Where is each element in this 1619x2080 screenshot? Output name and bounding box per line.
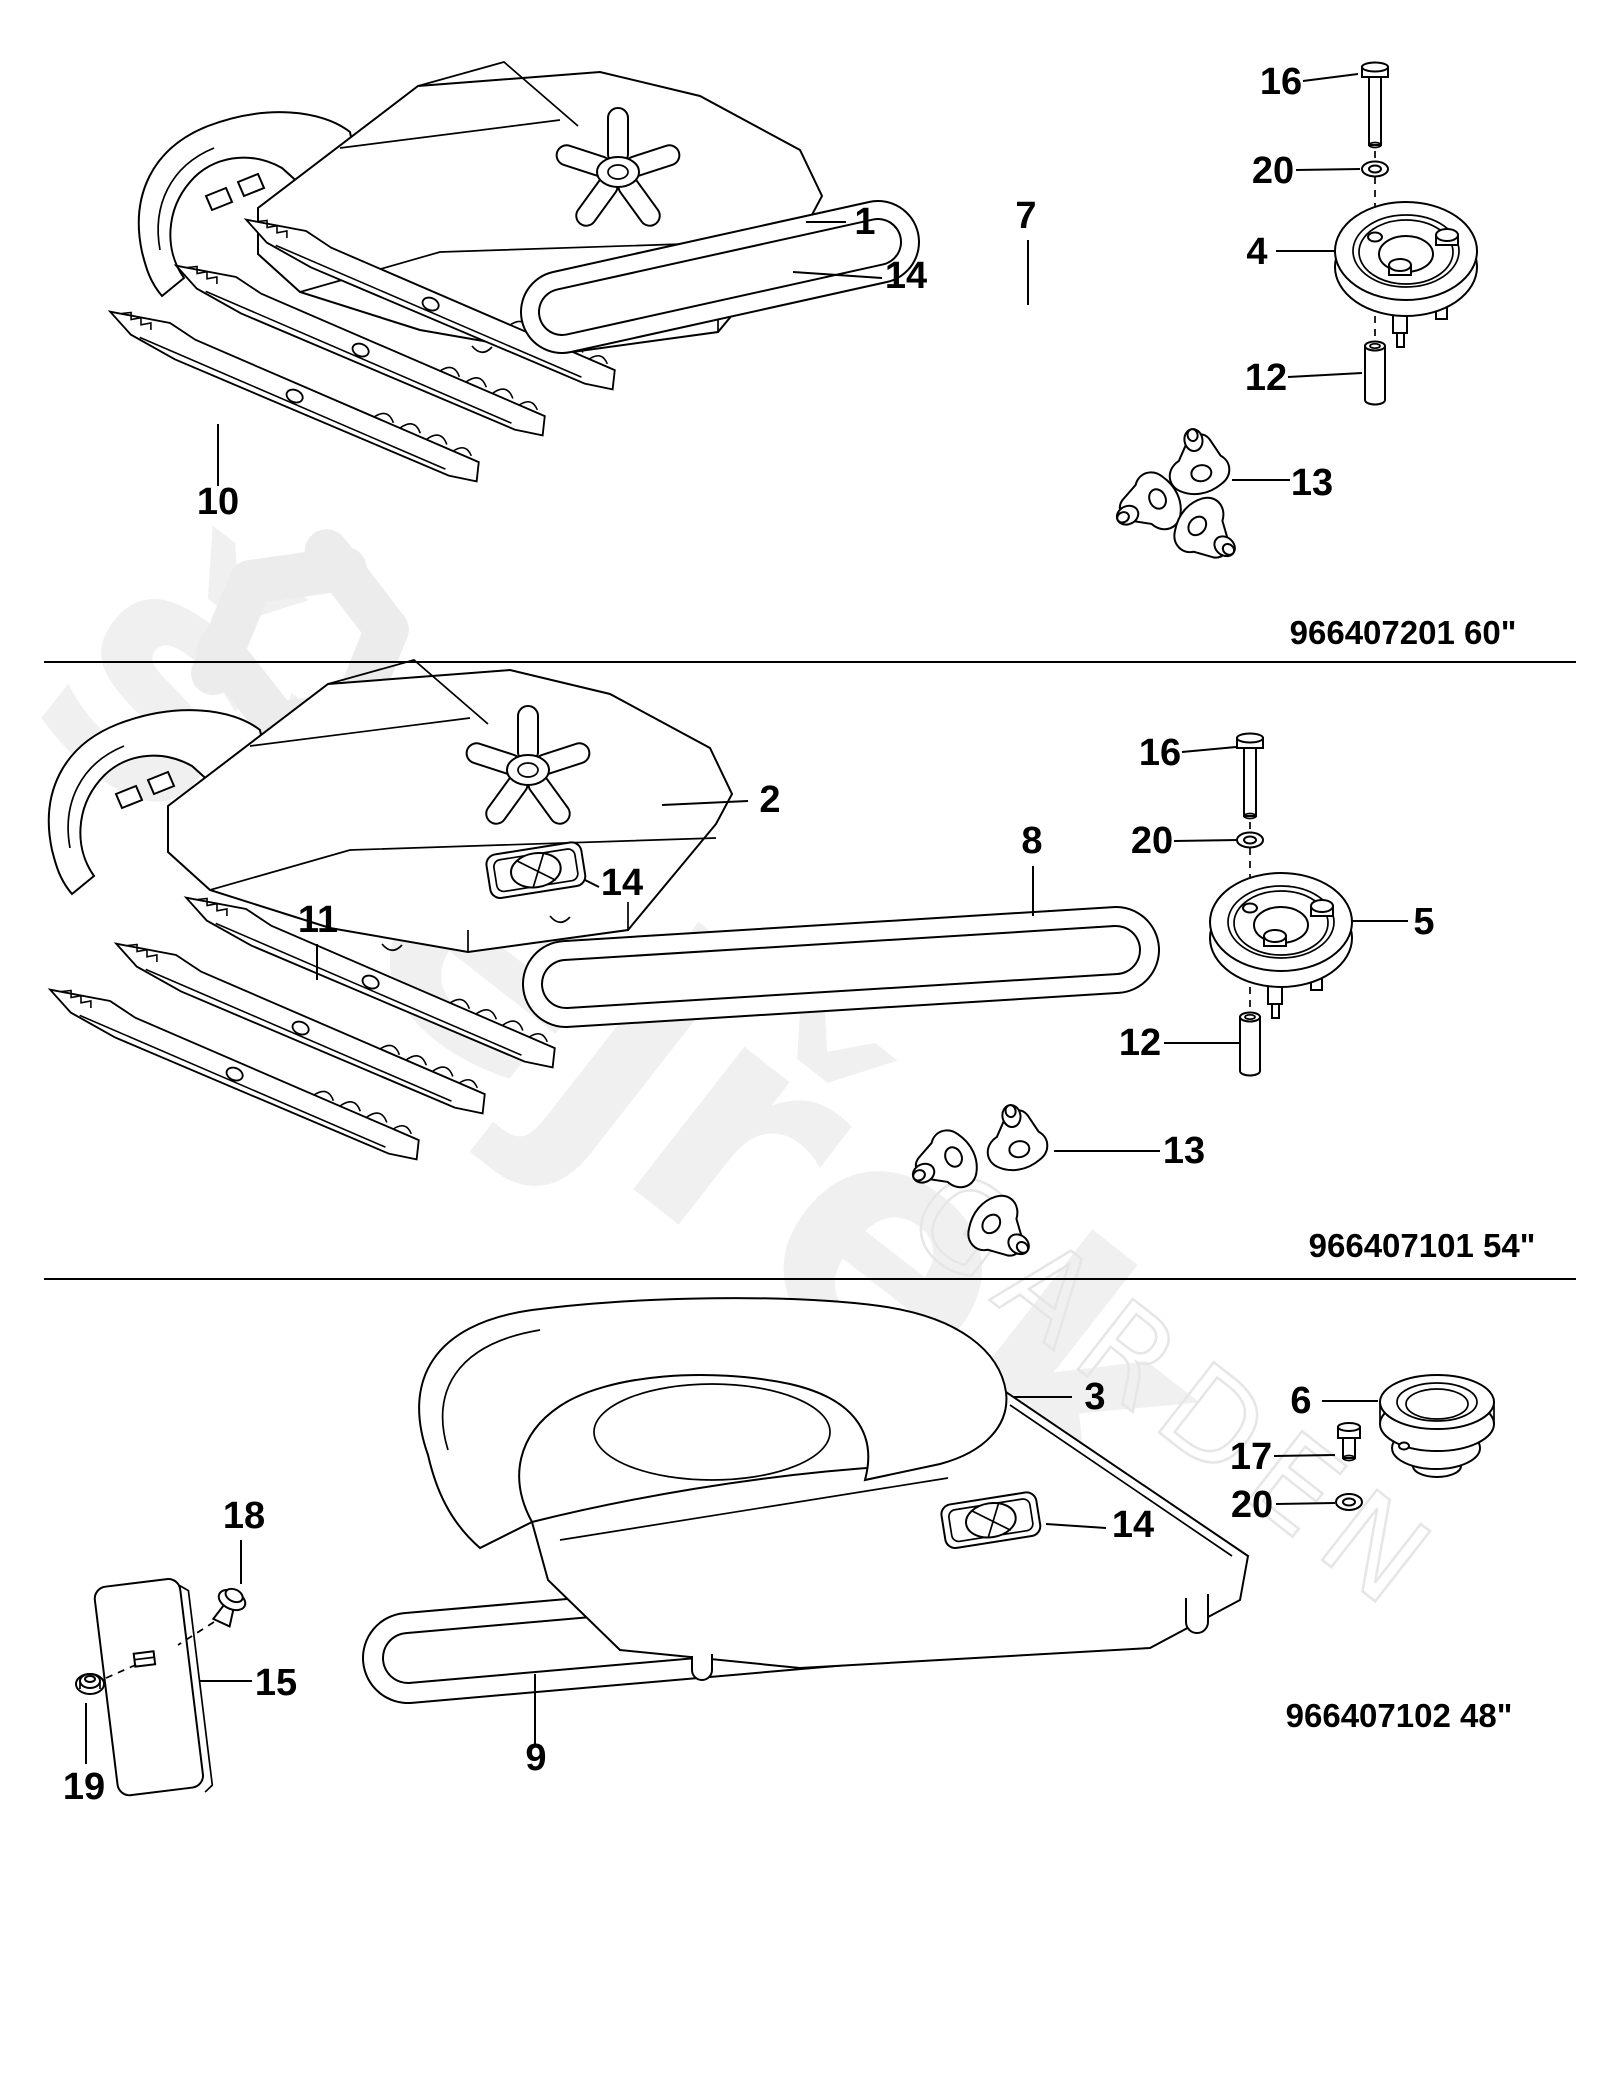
callout-8: 8 — [1021, 820, 1043, 916]
callout-18: 18 — [223, 1495, 265, 1584]
svg-text:4: 4 — [1246, 231, 1267, 273]
svg-text:7: 7 — [1015, 195, 1036, 237]
section-48in: 3 6 17 20 14 18 — [63, 1297, 1513, 1808]
svg-text:20: 20 — [1131, 820, 1173, 862]
callout-14: 14 — [1045, 1504, 1154, 1546]
callout-13: 13 — [1054, 1130, 1205, 1172]
deck-cover-48-drawing — [418, 1297, 1250, 1681]
callout-20: 20 — [1231, 1484, 1336, 1526]
washer-drawing — [1335, 1493, 1363, 1511]
idler-pulley-drawing — [1379, 1374, 1495, 1478]
svg-text:15: 15 — [255, 1662, 297, 1704]
callout-14: 14 — [584, 862, 643, 904]
svg-text:16: 16 — [1139, 732, 1181, 774]
callout-3: 3 — [1014, 1376, 1106, 1418]
spindle-pulley-60-drawing — [1334, 61, 1478, 406]
callout-14: 14 — [792, 255, 927, 297]
callout-19: 19 — [63, 1703, 105, 1808]
svg-text:12: 12 — [1119, 1022, 1161, 1064]
svg-text:12: 12 — [1245, 357, 1287, 399]
svg-text:20: 20 — [1231, 1484, 1273, 1526]
idler-bolt-drawing — [1337, 1422, 1361, 1462]
svg-text:8: 8 — [1021, 820, 1042, 862]
svg-text:14: 14 — [885, 255, 927, 297]
callout-20: 20 — [1131, 820, 1239, 862]
deck-cover-54-drawing — [49, 660, 732, 952]
callout-12: 12 — [1119, 1022, 1240, 1064]
part-number-60: 966407201 60" — [1290, 614, 1517, 651]
callout-10: 10 — [197, 424, 239, 523]
section-60in: 1 14 7 16 20 4 — [103, 61, 1516, 651]
callout-1: 1 — [806, 201, 876, 243]
spindle-pulley-54-drawing — [1209, 732, 1353, 1077]
callout-17: 17 — [1230, 1436, 1336, 1478]
svg-text:6: 6 — [1290, 1380, 1311, 1422]
callout-9: 9 — [525, 1674, 547, 1779]
svg-text:18: 18 — [223, 1495, 265, 1537]
callout-15: 15 — [199, 1662, 297, 1704]
baffle-plate-drawing — [93, 1578, 214, 1797]
flange-nut-drawing — [75, 1673, 105, 1695]
callout-4: 4 — [1246, 231, 1334, 273]
callout-6: 6 — [1290, 1380, 1378, 1422]
callout-12: 12 — [1245, 357, 1363, 399]
svg-text:2: 2 — [759, 779, 780, 821]
svg-text:3: 3 — [1084, 1376, 1105, 1418]
belt-54-drawing — [522, 906, 1160, 1028]
callout-20: 20 — [1252, 150, 1361, 192]
svg-text:13: 13 — [1163, 1130, 1205, 1172]
callout-5: 5 — [1352, 901, 1435, 943]
svg-text:1: 1 — [854, 201, 875, 243]
callout-2: 2 — [661, 779, 781, 821]
svg-text:13: 13 — [1291, 462, 1333, 504]
callout-13: 13 — [1232, 462, 1333, 504]
svg-text:14: 14 — [1112, 1504, 1154, 1546]
callout-16: 16 — [1260, 61, 1359, 103]
svg-text:19: 19 — [63, 1766, 105, 1808]
svg-text:10: 10 — [197, 481, 239, 523]
svg-text:11: 11 — [298, 899, 338, 941]
svg-text:14: 14 — [601, 862, 643, 904]
callout-16: 16 — [1139, 732, 1237, 774]
carriage-bolt-drawing — [211, 1587, 247, 1628]
section-54in: 2 14 8 16 20 5 — [43, 660, 1536, 1276]
belt-60-drawing — [520, 200, 920, 354]
part-number-54: 966407101 54" — [1309, 1227, 1536, 1264]
part-number-48: 966407102 48" — [1286, 1697, 1513, 1734]
svg-text:5: 5 — [1413, 901, 1434, 943]
blade-knobs-60-drawing — [1103, 422, 1254, 578]
svg-text:20: 20 — [1252, 150, 1294, 192]
callout-11: 11 — [298, 899, 338, 980]
svg-text:9: 9 — [525, 1737, 546, 1779]
svg-text:17: 17 — [1230, 1436, 1272, 1478]
callout-7: 7 — [1015, 195, 1037, 305]
svg-text:16: 16 — [1260, 61, 1302, 103]
